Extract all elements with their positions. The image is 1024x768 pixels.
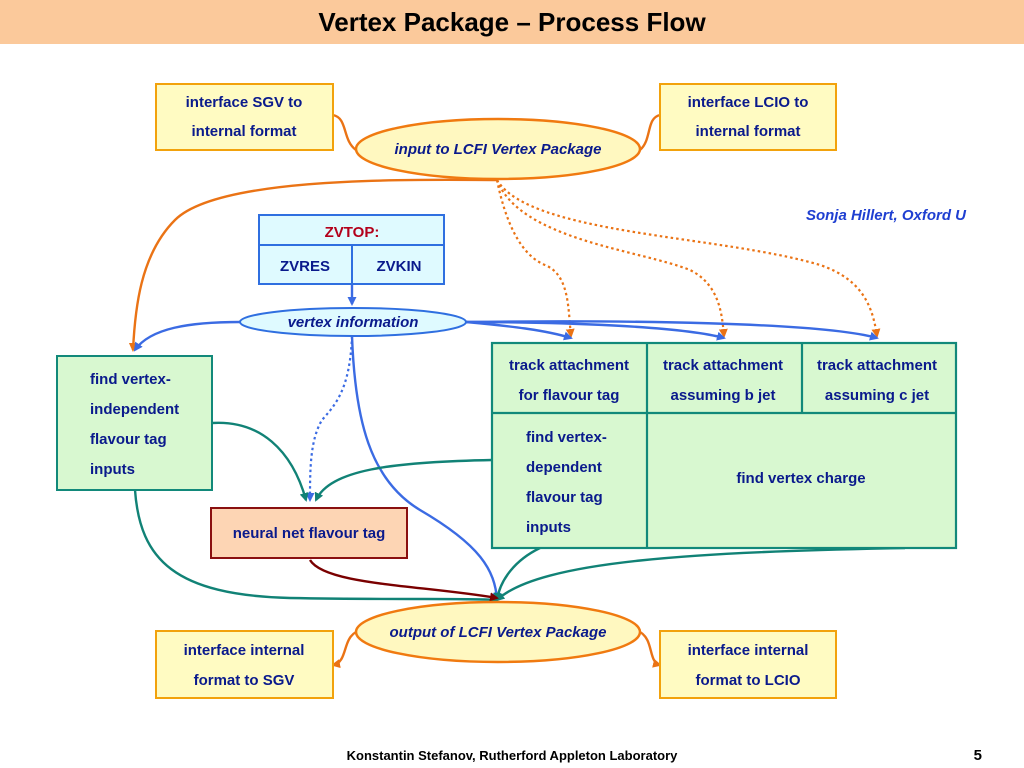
lcio-out-line2: format to LCIO	[696, 672, 801, 689]
input-oval: input to LCFI Vertex Package	[354, 117, 642, 181]
vd-flavour-line1: find vertex-	[526, 429, 607, 446]
connector-sgv-to-input	[332, 113, 357, 151]
zvkin-label: ZVKIN	[377, 258, 422, 275]
track-attachment-flavour-cell: track attachment for flavour tag	[509, 357, 629, 404]
track-attachment-b-cell: track attachment assuming b jet	[663, 357, 783, 404]
ta-c-line2: assuming c jet	[825, 387, 929, 404]
title-band	[0, 0, 1024, 44]
output-oval: output of LCFI Vertex Package	[354, 600, 642, 664]
ta-flavour-line2: for flavour tag	[519, 387, 620, 404]
interface-sgv-line1: interface SGV to	[186, 94, 303, 111]
vertex-dependent-block	[490, 341, 958, 550]
interface-lcio-line1: interface LCIO to	[688, 94, 809, 111]
connector-green-to-output	[493, 546, 541, 602]
connector-input-to-ta-b	[495, 179, 728, 338]
footer-credit: Konstantin Stefanov, Rutherford Appleton…	[347, 748, 679, 763]
connector-vertex-info-to-neural-net	[305, 335, 354, 502]
neural-net-flavour-tag-box: neural net flavour tag	[210, 507, 408, 559]
vi-flavour-line4: inputs	[90, 461, 135, 478]
zvres-label: ZVRES	[280, 258, 330, 275]
slide-title: Vertex Package – Process Flow	[318, 7, 706, 37]
vertex-information-label: vertex information	[288, 314, 419, 331]
neural-net-label: neural net flavour tag	[233, 525, 386, 542]
interface-sgv-to-internal-box: interface SGV to internal format	[155, 83, 334, 151]
input-oval-label: input to LCFI Vertex Package	[395, 141, 602, 158]
connector-vi-flavour-to-neural-net	[211, 421, 309, 502]
interface-internal-to-lcio-box: interface internal format to LCIO	[659, 630, 837, 699]
interface-lcio-to-internal-box: interface LCIO to internal format	[659, 83, 837, 151]
vi-flavour-line1: find vertex-	[90, 371, 171, 388]
vd-flavour-line2: dependent	[526, 459, 602, 476]
ta-b-line1: track attachment	[663, 357, 783, 374]
page-number: 5	[974, 747, 982, 764]
vertex-charge-cell: find vertex charge	[736, 470, 865, 487]
connector-input-to-ta-c	[496, 179, 881, 338]
connector-vd-flavour-to-neural-net	[314, 458, 493, 502]
connector-vertex-info-to-ta-flavour	[465, 320, 573, 341]
lcio-out-line1: interface internal	[688, 642, 809, 659]
connector-output-to-lcio	[639, 630, 662, 668]
zvtop-header: ZVTOP:	[325, 224, 380, 241]
interface-sgv-line2: internal format	[191, 123, 296, 140]
sgv-out-line2: format to SGV	[194, 672, 295, 689]
connector-vertex-info-to-output	[350, 335, 502, 602]
zvtop-block: ZVTOP: ZVRES ZVKIN	[258, 214, 445, 285]
connector-input-to-vi-flavour	[128, 178, 498, 352]
vi-flavour-line2: independent	[90, 401, 179, 418]
vd-flavour-line3: flavour tag	[526, 489, 603, 506]
ta-flavour-line1: track attachment	[509, 357, 629, 374]
connector-vi-flavour-to-output	[133, 489, 499, 604]
vertex-independent-flavour-box: find vertex- independent flavour tag inp…	[56, 355, 213, 491]
connector-vertex-info-to-ta-b	[465, 320, 726, 341]
vertex-dependent-flavour-cell: find vertex- dependent flavour tag input…	[526, 429, 607, 536]
connector-vertex-charge-to-output	[495, 546, 906, 602]
vi-flavour-line3: flavour tag	[90, 431, 167, 448]
connector-output-to-sgv	[331, 630, 357, 669]
connector-vertex-info-to-ta-c	[465, 320, 879, 341]
track-attachment-c-cell: track attachment assuming c jet	[817, 357, 937, 404]
connector-lcio-to-input	[639, 113, 661, 151]
connector-input-to-ta-flavour	[495, 179, 575, 338]
interface-internal-to-sgv-box: interface internal format to SGV	[155, 630, 334, 699]
vd-flavour-line4: inputs	[526, 519, 571, 536]
ta-b-line2: assuming b jet	[670, 387, 775, 404]
vertex-charge-label: find vertex charge	[736, 470, 865, 487]
author-credit: Sonja Hillert, Oxford U	[806, 207, 967, 224]
output-oval-label: output of LCFI Vertex Package	[390, 624, 607, 641]
interface-lcio-line2: internal format	[695, 123, 800, 140]
connector-neural-net-to-output	[308, 559, 499, 602]
ta-c-line1: track attachment	[817, 357, 937, 374]
vertex-information-oval: vertex information	[239, 307, 467, 337]
sgv-out-line1: interface internal	[184, 642, 305, 659]
connector-vertex-info-to-vi-flavour	[133, 320, 241, 352]
